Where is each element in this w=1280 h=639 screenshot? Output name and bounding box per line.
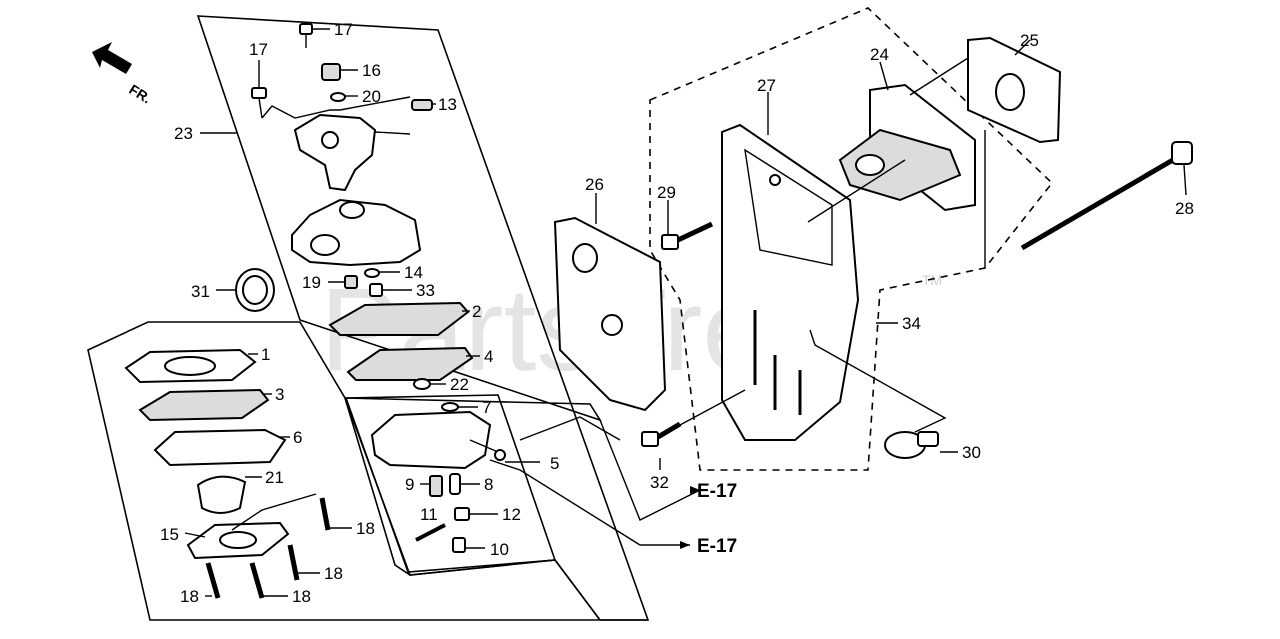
callout-18a: 18 (356, 519, 375, 538)
callout-14: 14 (404, 263, 423, 282)
callout-3: 3 (275, 385, 284, 404)
part-pin-11 (415, 523, 446, 542)
part-diaphragm-3 (138, 388, 270, 422)
part-gasket-26 (553, 216, 667, 412)
part-spring-19 (344, 275, 358, 289)
callout-26: 26 (585, 175, 604, 194)
callout-10: 10 (490, 540, 509, 559)
callout-30: 30 (962, 443, 981, 462)
part-gasket-2 (328, 301, 470, 336)
lower-assembly-outline (87, 321, 648, 621)
front-direction-arrow: FR. (92, 42, 154, 107)
part-screw-10 (452, 537, 466, 553)
part-valve-12 (454, 507, 470, 521)
callout-31: 31 (191, 282, 210, 301)
float-chamber-group-outline (344, 394, 557, 573)
part-primer-bulb-21 (196, 475, 247, 514)
part-bolt-32 (641, 421, 682, 447)
part-oring-14 (364, 268, 380, 278)
callout-25: 25 (1020, 31, 1039, 50)
callout-22: 22 (450, 375, 469, 394)
part-bolt-29 (661, 221, 714, 250)
callout-21: 21 (265, 468, 284, 487)
part-gasket-1 (124, 348, 257, 384)
callout-18d: 18 (292, 587, 311, 606)
front-direction-label: FR. (126, 81, 154, 107)
part-washer-22 (413, 378, 431, 390)
part-spring-9 (429, 475, 443, 497)
callout-28: 28 (1175, 199, 1194, 218)
part-throttle-body (293, 113, 411, 192)
reference-e17-upper: E-17 (697, 481, 737, 502)
callout-23: 23 (174, 124, 193, 143)
callout-4: 4 (484, 347, 493, 366)
callout-6: 6 (293, 428, 302, 447)
callout-15: 15 (160, 525, 179, 544)
callout-33: 33 (416, 281, 435, 300)
callout-5: 5 (550, 454, 559, 473)
callout-16: 16 (362, 61, 381, 80)
callout-2: 2 (472, 302, 481, 321)
part-primer-cover-15 (186, 521, 290, 560)
callout-20: 20 (362, 87, 381, 106)
part-insulator-24 (838, 83, 976, 212)
callout-8: 8 (484, 475, 493, 494)
callout-11: 11 (420, 505, 438, 524)
part-heat-shield-27 (721, 123, 860, 441)
reference-e17-lower: E-17 (697, 536, 737, 557)
callout-27: 27 (757, 76, 776, 95)
callout-32: 32 (650, 473, 669, 492)
part-gasket-31 (235, 268, 275, 312)
arrow-head-1 (690, 486, 700, 494)
callout-9: 9 (405, 475, 414, 494)
callout-19: 19 (302, 273, 321, 292)
part-screw-17b (251, 87, 267, 119)
callout-34: 34 (902, 314, 921, 333)
part-screw-18d (249, 562, 265, 599)
part-oring-7 (441, 402, 459, 412)
part-screw-18c (205, 562, 221, 599)
callout-18c: 18 (180, 587, 199, 606)
callout-17b: 17 (249, 40, 268, 59)
callout-18b: 18 (324, 564, 343, 583)
callout-7: 7 (482, 398, 491, 417)
callout-12: 12 (502, 505, 521, 524)
callout-29: 29 (657, 183, 676, 202)
callout-1: 1 (261, 345, 270, 364)
part-spring-13 (411, 99, 433, 111)
callout-24: 24 (870, 45, 889, 64)
leader-lines (184, 28, 1187, 597)
part-gasket-25 (967, 36, 1062, 144)
part-needle-8 (449, 473, 461, 495)
part-screw-18a (319, 497, 331, 531)
part-valve-33 (369, 283, 383, 297)
part-plug-16 (321, 63, 341, 81)
part-screw-17a (299, 23, 313, 48)
callout-13: 13 (438, 95, 457, 114)
part-float-bowl-5 (370, 410, 506, 470)
part-diaphragm-4 (346, 346, 474, 381)
part-washer-20 (330, 92, 346, 102)
arrow-head-2 (680, 541, 690, 549)
part-stud-28 (1020, 141, 1193, 251)
part-screw-18b (287, 544, 300, 581)
insulator-assembly-outline (649, 7, 1054, 471)
callout-17a: 17 (334, 20, 353, 39)
part-cover-6 (153, 428, 287, 467)
part-carb-body (291, 198, 422, 267)
part-clamp-30 (884, 431, 939, 459)
watermark-trademark: TM (922, 272, 942, 288)
